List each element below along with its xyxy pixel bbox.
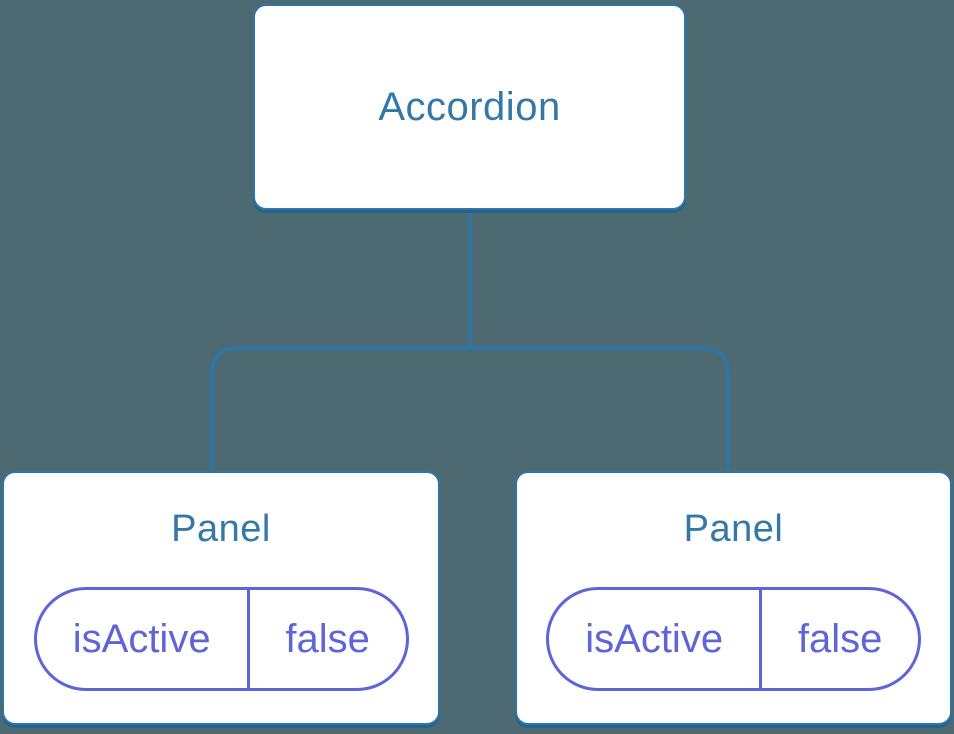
state-value-label: false	[246, 590, 406, 688]
state-name-label: isActive	[585, 616, 724, 661]
panel-node-label: Panel	[171, 508, 271, 550]
panel-node-label: Panel	[683, 508, 784, 550]
state-pill: isActive false	[33, 587, 409, 691]
state-name-label: isActive	[72, 616, 211, 661]
connector-branch	[210, 346, 730, 478]
node-accordion: Accordion	[253, 4, 686, 210]
node-panel-left: Panel isActive false	[2, 471, 440, 725]
state-pill: isActive false	[546, 587, 921, 691]
accordion-node-label: Accordion	[378, 84, 561, 129]
node-panel-right: Panel isActive false	[515, 471, 952, 725]
state-value-label: false	[759, 590, 918, 688]
